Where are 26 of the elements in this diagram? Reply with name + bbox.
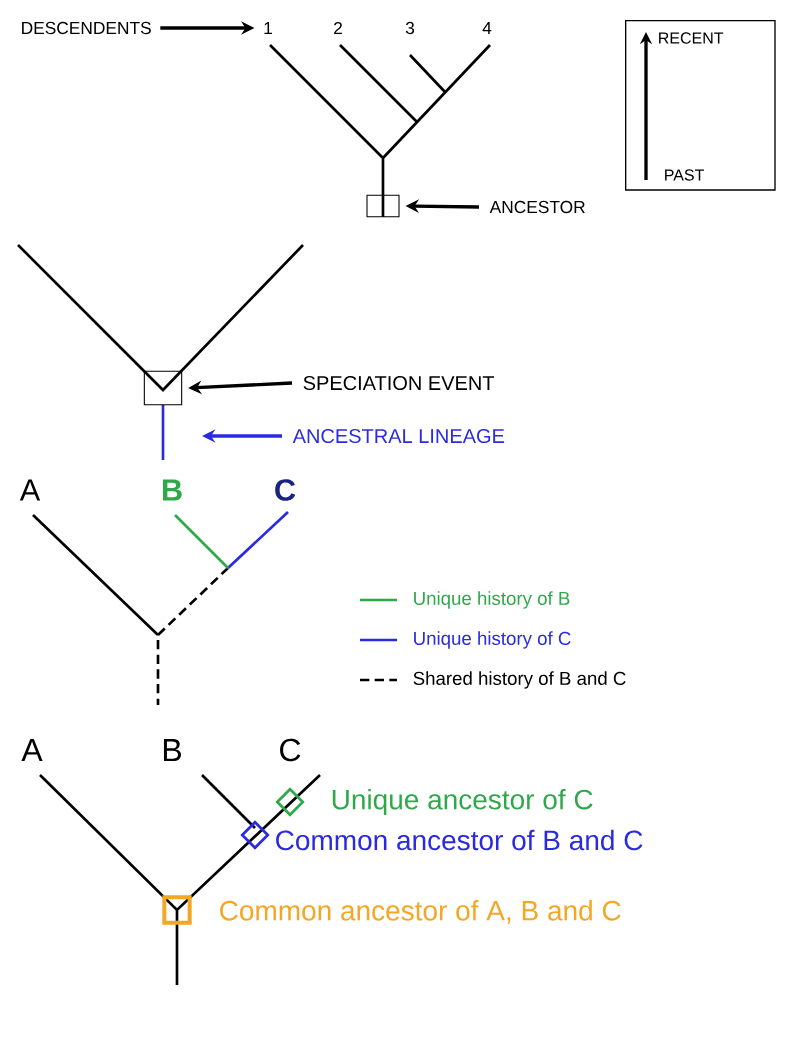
marker-caption: Common ancestor of A, B and C: [220, 900, 621, 924]
diamond-marker: [240, 820, 270, 850]
leaf-label: C: [280, 738, 301, 762]
leaf-label: 2: [334, 21, 342, 35]
box-marker: [162, 895, 192, 925]
leaf-label: A: [21, 739, 43, 761]
text-label: ANCESTRAL LINEAGE: [292, 428, 505, 444]
text-label: 1: [264, 22, 272, 34]
box-marker: [366, 194, 400, 218]
marker-caption: Unique ancestor of C: [332, 788, 593, 816]
legend-text: Shared history of B and C: [413, 671, 626, 689]
leaf-label: A: [19, 479, 41, 501]
time-legend-box: RECENT PAST: [625, 20, 776, 191]
text-label: SPECIATION EVENT: [303, 375, 495, 391]
leaf-label: 3: [405, 21, 415, 35]
diamond-marker: [275, 787, 305, 817]
legend-text: Unique history of B: [414, 591, 570, 609]
box-marker: [143, 370, 183, 406]
leaf-label: 4: [482, 22, 492, 34]
legend-text: Unique history of C: [414, 631, 571, 649]
leaf-label: C: [275, 479, 296, 501]
text-label: ANCESTOR: [489, 200, 585, 214]
leaf-label: B: [163, 739, 181, 761]
leaf-label: B: [163, 479, 182, 501]
text-label: DESCENDENTS: [22, 21, 151, 35]
marker-caption: Common ancestor of B and C: [276, 829, 643, 851]
